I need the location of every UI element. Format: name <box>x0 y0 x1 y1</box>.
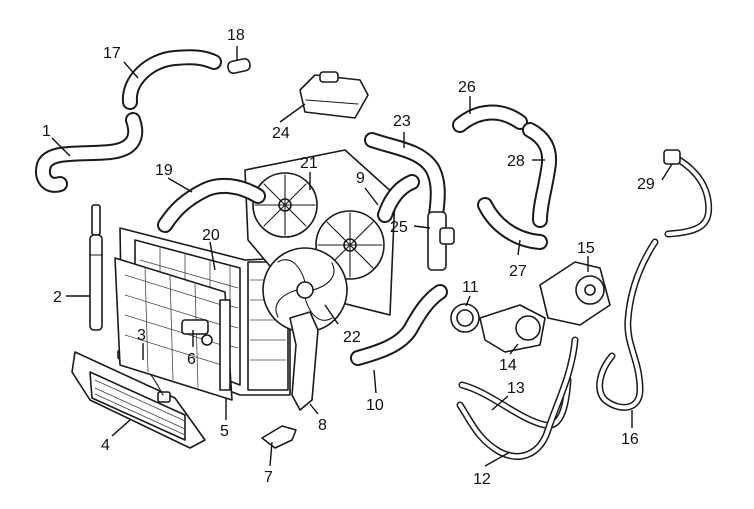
callout-10: 10 <box>366 397 384 414</box>
callout-18: 18 <box>227 27 245 44</box>
thermostat-housing-25 <box>427 211 455 271</box>
ac-line-16 <box>596 238 659 411</box>
hose-28 <box>522 122 557 228</box>
water-pump-14 <box>479 304 546 353</box>
callout-29: 29 <box>637 176 655 193</box>
callout-labels: 1 2 3 4 5 6 7 8 9 10 11 12 13 14 15 16 1… <box>42 27 655 488</box>
callout-26: 26 <box>458 79 476 96</box>
ac-line-12 <box>456 336 579 460</box>
callout-6: 6 <box>187 351 196 368</box>
fan-bracket-8 <box>289 311 319 411</box>
hose-9 <box>377 174 420 223</box>
hose-19 <box>157 177 266 233</box>
callout-3: 3 <box>137 327 146 344</box>
leader-lines <box>51 46 673 467</box>
expansion-tank-24 <box>299 71 369 119</box>
hose-clip-18 <box>227 57 251 75</box>
intercooler-4 <box>71 349 206 449</box>
callout-27: 27 <box>509 263 527 280</box>
hose-10 <box>350 284 448 366</box>
callout-2: 2 <box>53 289 62 306</box>
bracket-6 <box>181 319 213 346</box>
hose-27 <box>477 197 548 250</box>
condenser-5 <box>114 257 233 401</box>
callout-25: 25 <box>390 219 408 236</box>
callout-12: 12 <box>473 471 491 488</box>
callout-19: 19 <box>155 162 173 179</box>
callout-15: 15 <box>577 240 595 257</box>
fan-22 <box>262 247 348 333</box>
callout-28: 28 <box>507 153 525 170</box>
mount-7 <box>261 425 297 449</box>
callout-4: 4 <box>101 437 110 454</box>
callout-5: 5 <box>220 423 229 440</box>
callout-23: 23 <box>393 113 411 130</box>
ac-line-13 <box>458 376 572 429</box>
callout-20: 20 <box>202 227 220 244</box>
hose-26 <box>452 104 528 133</box>
callout-22: 22 <box>343 329 361 346</box>
callout-16: 16 <box>621 431 639 448</box>
callout-1: 1 <box>42 123 51 140</box>
callout-21: 21 <box>300 155 318 172</box>
hose-23 <box>364 132 446 223</box>
callout-9: 9 <box>356 170 365 187</box>
ac-line-29 <box>663 149 713 238</box>
clamp-11 <box>450 303 480 333</box>
callout-24: 24 <box>272 125 290 142</box>
receiver-drier-2 <box>89 204 103 331</box>
callout-7: 7 <box>264 469 273 486</box>
hose-1 <box>35 112 144 193</box>
hose-17 <box>121 49 222 110</box>
callout-11: 11 <box>462 279 479 296</box>
ac-compressor-15 <box>539 261 611 326</box>
callout-8: 8 <box>318 417 327 434</box>
callout-17: 17 <box>103 45 121 62</box>
callout-13: 13 <box>507 380 525 397</box>
callout-14: 14 <box>499 357 517 374</box>
